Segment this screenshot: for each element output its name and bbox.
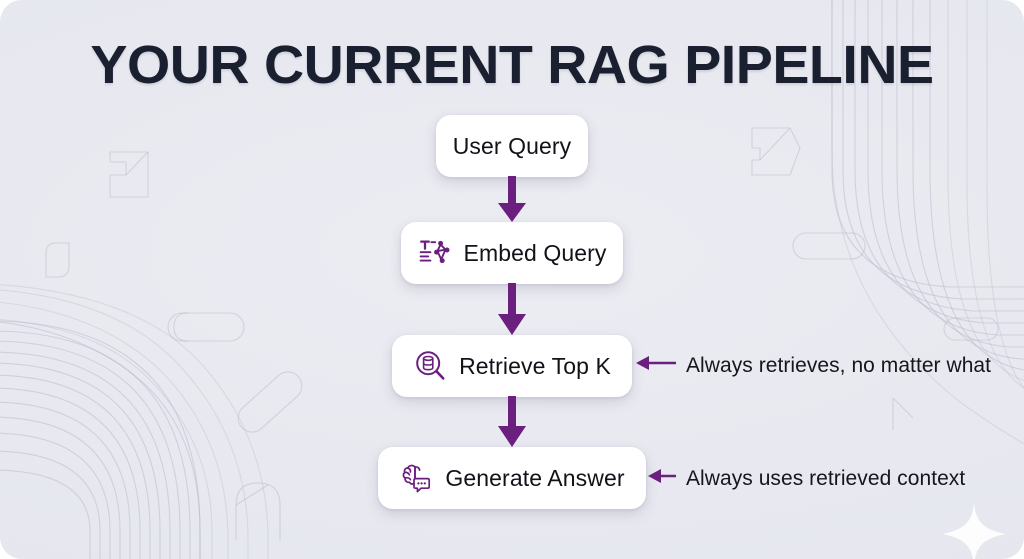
flow-node-label: User Query [452,132,572,159]
annotation-text: Always uses retrieved context [686,466,966,490]
arrow-down-icon-embed-to-retrieve [495,283,529,337]
brain-chat-icon [399,461,433,495]
annotation-text: Always retrieves, no matter what [686,353,992,377]
annotation-retrieve-note: Always retrieves, no matter what [636,353,991,378]
flow-node-label: Generate Answer [445,464,625,491]
flow-node-label: Embed Query [463,239,607,266]
flow-node-user-query[interactable]: User Query [436,115,588,177]
page-title: YOUR CURRENT RAG PIPELINE [90,35,934,95]
flow-node-embed-query[interactable]: Embed Query [401,222,623,284]
text-embedding-graph-icon [418,236,452,270]
arrow-down-icon-retrieve-to-generate [495,396,529,449]
arrow-left-icon [648,466,678,491]
flow-node-retrieve-top-k[interactable]: Retrieve Top K [392,335,632,397]
flow-node-label: Retrieve Top K [459,352,611,379]
database-search-icon [413,349,447,383]
annotation-generate-note: Always uses retrieved context [648,466,965,491]
arrow-down-icon-user-to-embed [495,176,529,224]
arrow-left-icon [636,353,678,378]
flow-node-generate-answer[interactable]: Generate Answer [378,447,646,509]
